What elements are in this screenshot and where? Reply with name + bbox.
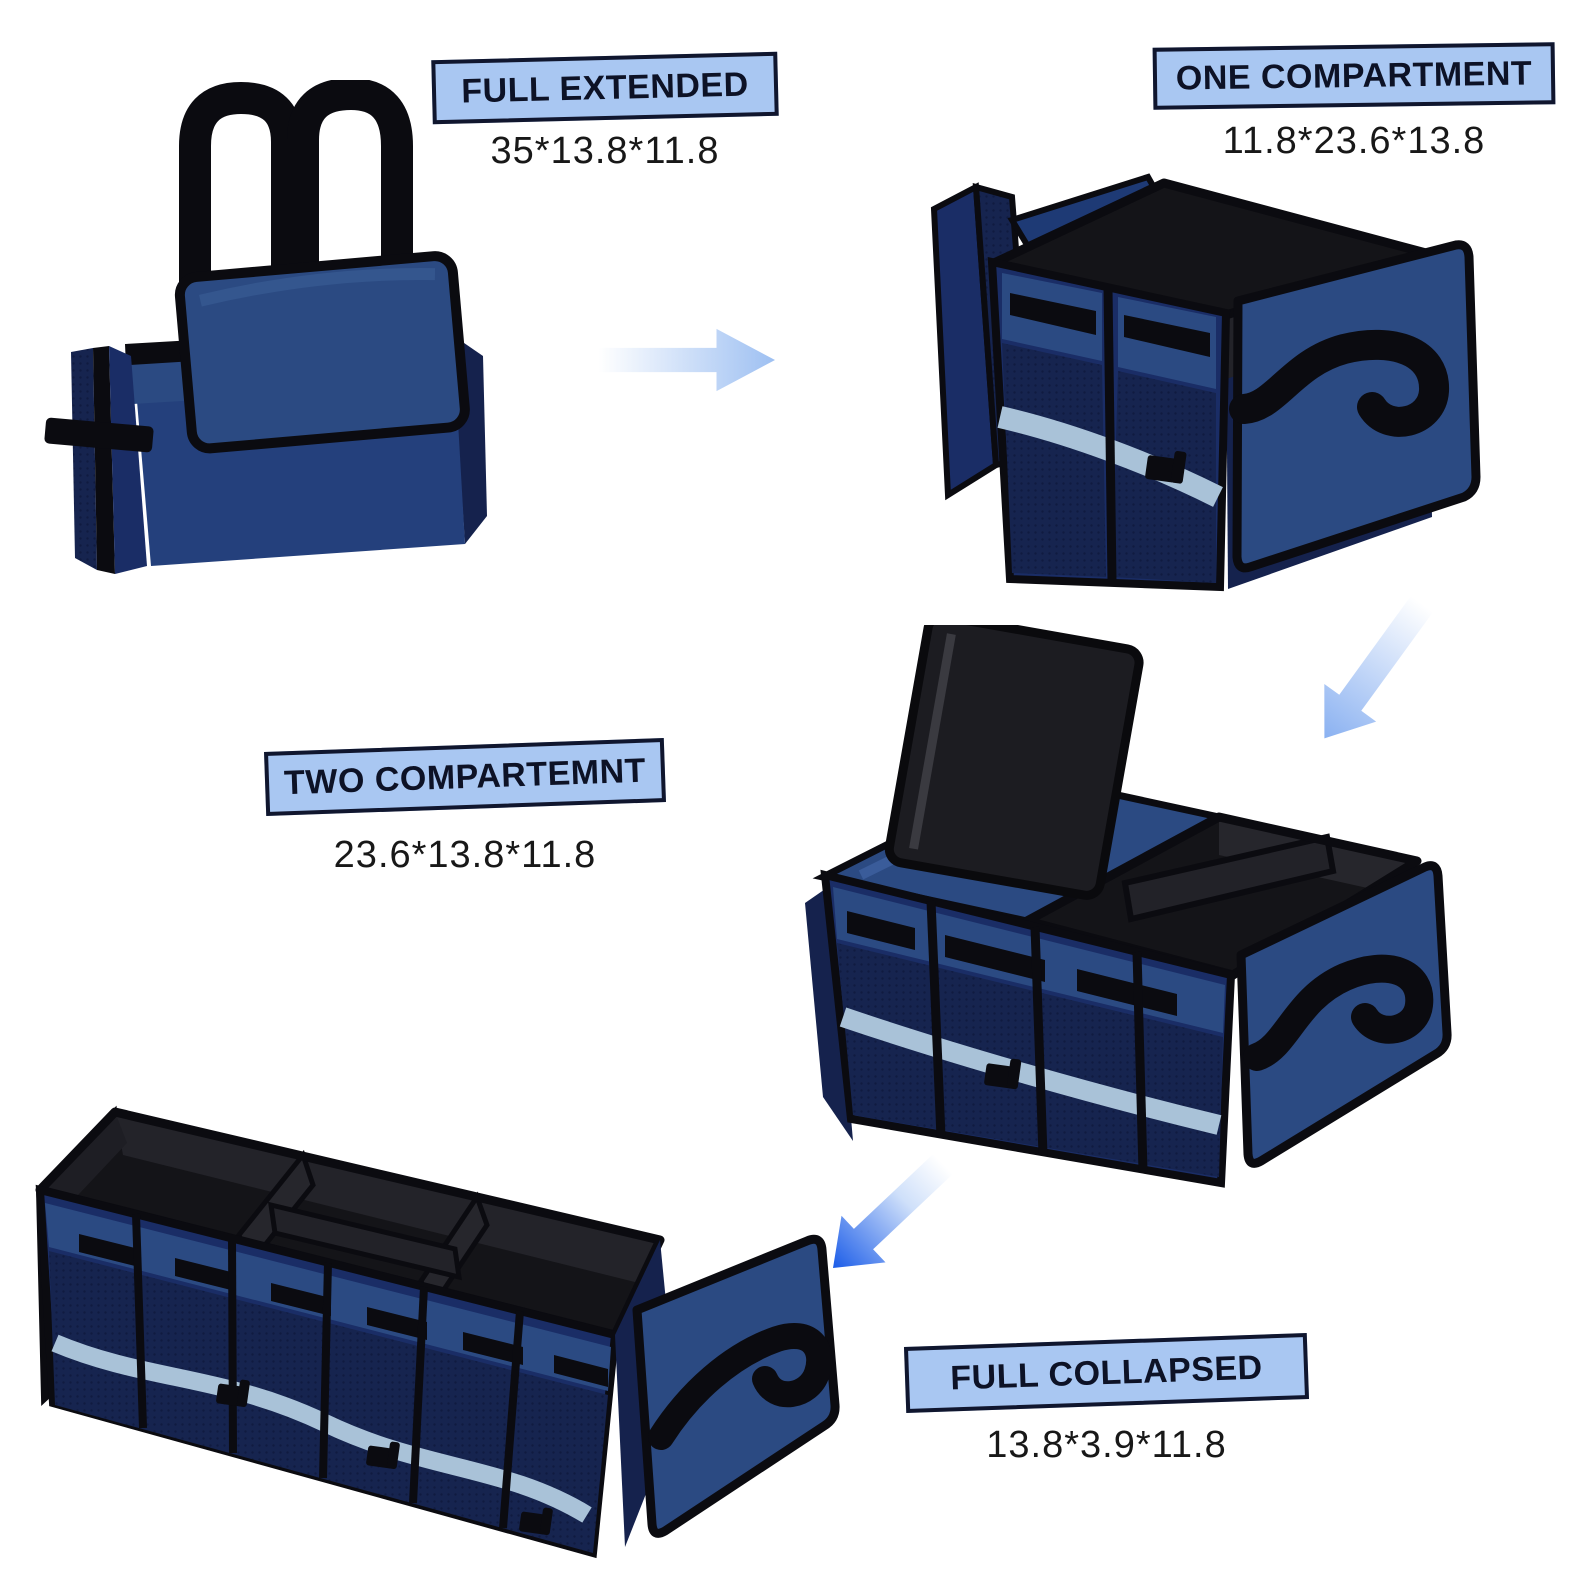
stage-dimensions-one-compartment: 11.8*23.6*13.8 bbox=[1222, 120, 1486, 162]
brand-logo bbox=[366, 1441, 400, 1470]
stage-label-full-collapsed: FULL COLLAPSED bbox=[903, 1332, 1310, 1414]
stage-label-text: FULL EXTENDED bbox=[460, 64, 750, 111]
arrow-down-left-deep-icon bbox=[833, 1153, 953, 1268]
organizer-full-extended-illustration bbox=[35, 1105, 840, 1559]
organizer-folded-illustration bbox=[44, 80, 487, 574]
arrow-right-icon bbox=[598, 328, 776, 392]
brand-logo bbox=[984, 1058, 1022, 1090]
side-flap bbox=[632, 1234, 840, 1538]
lid bbox=[884, 625, 1144, 900]
brand-logo bbox=[519, 1507, 553, 1536]
side-flap bbox=[1236, 861, 1452, 1168]
side-accordion-folds bbox=[44, 346, 154, 574]
stage-label-text: ONE COMPARTMENT bbox=[1175, 54, 1533, 97]
stage-label-text: FULL COLLAPSED bbox=[949, 1348, 1264, 1397]
stage-label-text: TWO COMPARTEMNT bbox=[283, 751, 647, 802]
organizer-one-compartment-illustration bbox=[930, 173, 1481, 592]
front-flap bbox=[174, 251, 470, 454]
box-front bbox=[820, 869, 1236, 1188]
flap-handle-icon bbox=[1229, 329, 1449, 437]
stage-label-two-compartment: TWO COMPARTEMNT bbox=[264, 738, 666, 816]
stage-dimensions-two-compartment: 23.6*13.8*11.8 bbox=[333, 834, 597, 876]
brand-logo bbox=[216, 1379, 250, 1408]
organizer-two-compartment-illustration bbox=[805, 625, 1452, 1188]
flap-handle-icon bbox=[1243, 954, 1434, 1071]
open-interior bbox=[35, 1107, 665, 1340]
box-front bbox=[987, 256, 1231, 592]
box-front bbox=[35, 1184, 620, 1559]
flap-handle-icon bbox=[648, 1323, 833, 1450]
stage-label-one-compartment: ONE COMPARTMENT bbox=[1152, 42, 1556, 110]
carry-handles-icon bbox=[179, 80, 413, 334]
brand-logo bbox=[1145, 450, 1187, 484]
box-left-side bbox=[805, 885, 853, 1141]
open-compartments bbox=[1022, 812, 1422, 980]
stage-dimensions-full-collapsed: 13.8*3.9*11.8 bbox=[986, 1424, 1227, 1466]
side-flap bbox=[1229, 240, 1481, 573]
stage-dimensions-full-extended: 35*13.8*11.8 bbox=[490, 130, 720, 172]
arrow-down-left-icon bbox=[1324, 596, 1434, 739]
